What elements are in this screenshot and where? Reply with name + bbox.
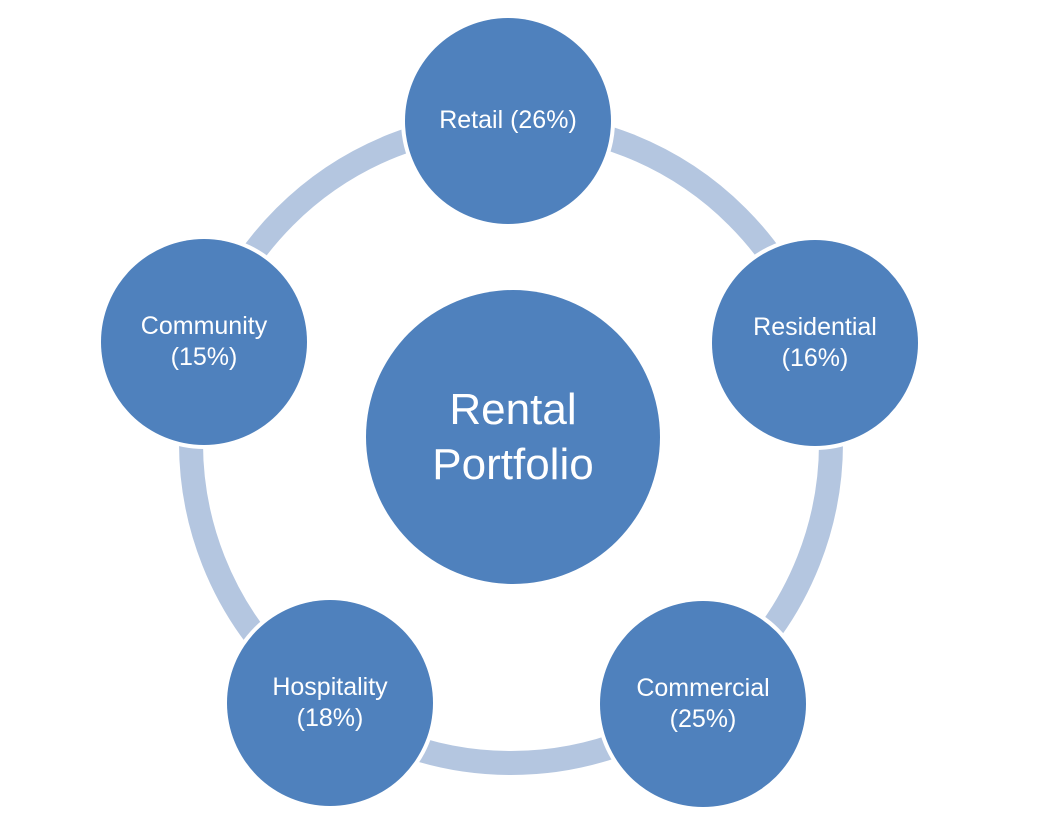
node-community-label-line2: (15%) [170,343,238,371]
node-commercial: Commercial (25%) [600,601,806,807]
node-retail-label-line1: Retail (26%) [439,106,577,135]
node-commercial-label-line2: (25%) [669,705,737,733]
node-community: Community (15%) [101,239,307,445]
center-node-label-line1: Rental [449,384,577,434]
node-residential-label-line2: (16%) [781,344,849,372]
node-retail: Retail (26%) [405,18,611,224]
node-residential: Residential (16%) [712,240,918,446]
node-hospitality: Hospitality (18%) [227,600,433,806]
node-community-label-line1: Community [140,311,268,340]
center-node-rental-portfolio: Rental Portfolio [366,290,660,584]
node-hospitality-label-line1: Hospitality [272,672,388,701]
center-node-label-line2: Portfolio [432,440,594,489]
node-commercial-label-line1: Commercial [636,673,770,702]
node-residential-label-line1: Residential [753,312,877,341]
node-hospitality-label-line2: (18%) [296,704,364,732]
